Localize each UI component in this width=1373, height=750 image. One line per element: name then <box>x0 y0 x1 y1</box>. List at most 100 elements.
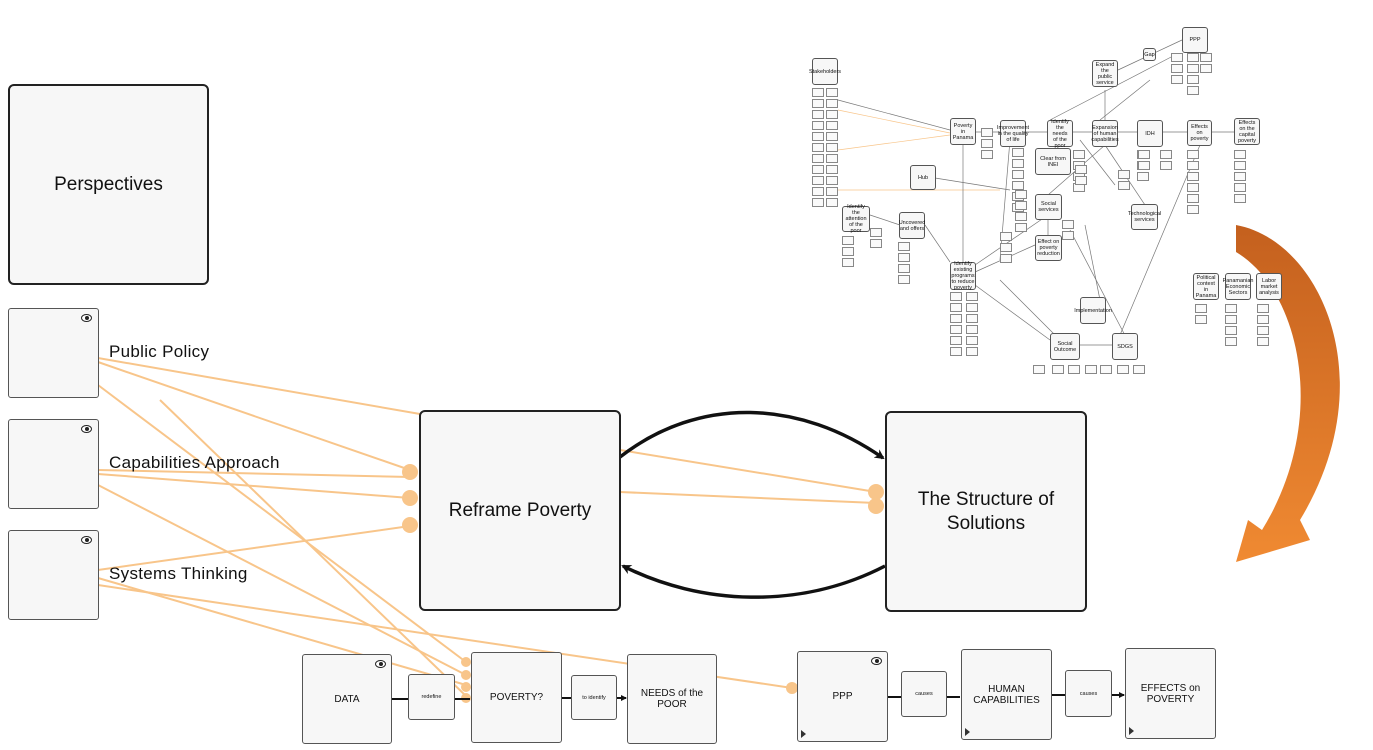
minimap-detail-box <box>1000 254 1012 263</box>
minimap-detail-box <box>812 99 824 108</box>
minimap-detail-box <box>1138 150 1150 159</box>
causes-link-node-2[interactable]: causes <box>1065 670 1112 717</box>
capabilities-approach-node[interactable] <box>8 419 99 509</box>
minimap-detail-box <box>842 236 854 245</box>
minimap-detail-box <box>1052 365 1064 374</box>
minimap-detail-box <box>950 303 962 312</box>
ppp-node[interactable]: PPP <box>797 651 888 742</box>
minimap-detail-box <box>842 247 854 256</box>
minimap-detail-box <box>966 336 978 345</box>
minimap-detail-box <box>1137 172 1149 181</box>
effects-on-poverty-label: EFFECTS on POVERTY <box>1140 682 1201 705</box>
causes-link-node-1[interactable]: causes <box>901 671 947 717</box>
minimap-detail-box <box>981 128 993 137</box>
minimap-node: Identify existing programs to reduce pov… <box>950 261 976 291</box>
minimap-detail-box <box>1257 304 1269 313</box>
minimap-lines <box>837 39 1234 346</box>
minimap-detail-box <box>812 143 824 152</box>
minimap-detail-box <box>1187 194 1199 203</box>
eye-icon[interactable] <box>81 314 92 322</box>
minimap-detail-box <box>898 242 910 251</box>
expand-corner-icon[interactable] <box>801 730 806 738</box>
minimap-detail-box <box>1257 315 1269 324</box>
perspectives-node[interactable]: Perspectives <box>8 84 209 285</box>
minimap-detail-box <box>981 150 993 159</box>
minimap-detail-box <box>1000 243 1012 252</box>
minimap-node: Improvement in the quality of life <box>997 120 1029 147</box>
minimap-detail-box <box>1187 75 1199 84</box>
minimap-detail-box <box>826 143 838 152</box>
minimap-detail-box <box>1075 176 1087 185</box>
minimap-detail-box <box>966 314 978 323</box>
minimap-detail-box <box>1187 183 1199 192</box>
public-policy-node[interactable] <box>8 308 99 398</box>
minimap-detail-box <box>1085 365 1097 374</box>
data-node[interactable]: DATA <box>302 654 392 744</box>
minimap-detail-box <box>812 176 824 185</box>
minimap-detail-box <box>1012 159 1024 168</box>
poverty-label: POVERTY? <box>489 692 544 703</box>
redefine-label: redefine <box>421 694 442 700</box>
minimap-detail-box <box>1195 315 1207 324</box>
minimap-detail-box <box>950 325 962 334</box>
reframe-poverty-node[interactable]: Reframe Poverty <box>419 410 621 611</box>
redefine-link-node[interactable]: redefine <box>408 674 455 720</box>
minimap-detail-box <box>1012 181 1024 190</box>
minimap-detail-box <box>1015 201 1027 210</box>
needs-of-the-poor-node[interactable]: NEEDS of the POOR <box>627 654 717 744</box>
minimap-detail-box <box>1118 170 1130 179</box>
minimap-detail-box <box>1171 75 1183 84</box>
eye-icon[interactable] <box>871 657 882 665</box>
minimap-detail-box <box>1187 172 1199 181</box>
minimap-detail-box <box>870 228 882 237</box>
eye-icon[interactable] <box>375 660 386 668</box>
minimap-detail-box <box>1138 161 1150 170</box>
arrow-to-reframe <box>621 564 886 599</box>
effects-on-poverty-node[interactable]: EFFECTS on POVERTY <box>1125 648 1216 739</box>
minimap-detail-box <box>1195 304 1207 313</box>
structure-of-solutions-node[interactable]: The Structure of Solutions <box>885 411 1087 612</box>
minimap-detail-box <box>1160 150 1172 159</box>
expand-corner-icon[interactable] <box>1129 727 1134 735</box>
ppp-label: PPP <box>832 691 853 702</box>
minimap-detail-box <box>981 139 993 148</box>
causes-label-2: causes <box>1079 690 1098 697</box>
human-capabilities-node[interactable]: HUMAN CAPABILITIES <box>961 649 1052 740</box>
minimap-detail-box <box>966 303 978 312</box>
minimap-detail-box <box>950 314 962 323</box>
minimap-node: SDGS <box>1112 333 1138 360</box>
minimap-detail-box <box>1257 337 1269 346</box>
minimap-detail-box <box>812 110 824 119</box>
minimap-detail-box <box>1225 326 1237 335</box>
needs-of-the-poor-label: NEEDS of the POOR <box>640 688 704 710</box>
to-identify-link-node[interactable]: to identify <box>571 675 617 720</box>
minimap-detail-box <box>950 336 962 345</box>
minimap-detail-box <box>1012 148 1024 157</box>
minimap-detail-box <box>966 347 978 356</box>
minimap-detail-box <box>1062 220 1074 229</box>
minimap-node: PPP <box>1182 27 1208 53</box>
minimap-detail-box <box>950 347 962 356</box>
minimap-detail-box <box>1171 53 1183 62</box>
minimap-node: Expand the public service <box>1092 60 1118 87</box>
minimap-detail-box <box>1000 232 1012 241</box>
minimap-detail-box <box>1015 190 1027 199</box>
expand-corner-icon[interactable] <box>965 728 970 736</box>
systems-thinking-node[interactable] <box>8 530 99 620</box>
minimap-node: Clear from INEI <box>1035 148 1071 175</box>
perspectives-title: Perspectives <box>54 173 163 195</box>
structure-of-solutions-label: The Structure of Solutions <box>917 488 1055 534</box>
eye-icon[interactable] <box>81 425 92 433</box>
minimap-detail-box <box>812 88 824 97</box>
minimap-detail-box <box>1187 161 1199 170</box>
minimap-detail-box <box>1033 365 1045 374</box>
minimap-detail-box <box>1200 53 1212 62</box>
orange-curve-arrow <box>1236 225 1340 562</box>
minimap-node: Stakeholders <box>809 58 841 85</box>
minimap-node: Effects on the capital poverty <box>1234 118 1260 145</box>
minimap-node: Identify the attention of the poor <box>842 204 870 234</box>
minimap-detail-box <box>1257 326 1269 335</box>
eye-icon[interactable] <box>81 536 92 544</box>
minimap-detail-box <box>1160 161 1172 170</box>
poverty-node[interactable]: POVERTY? <box>471 652 562 743</box>
